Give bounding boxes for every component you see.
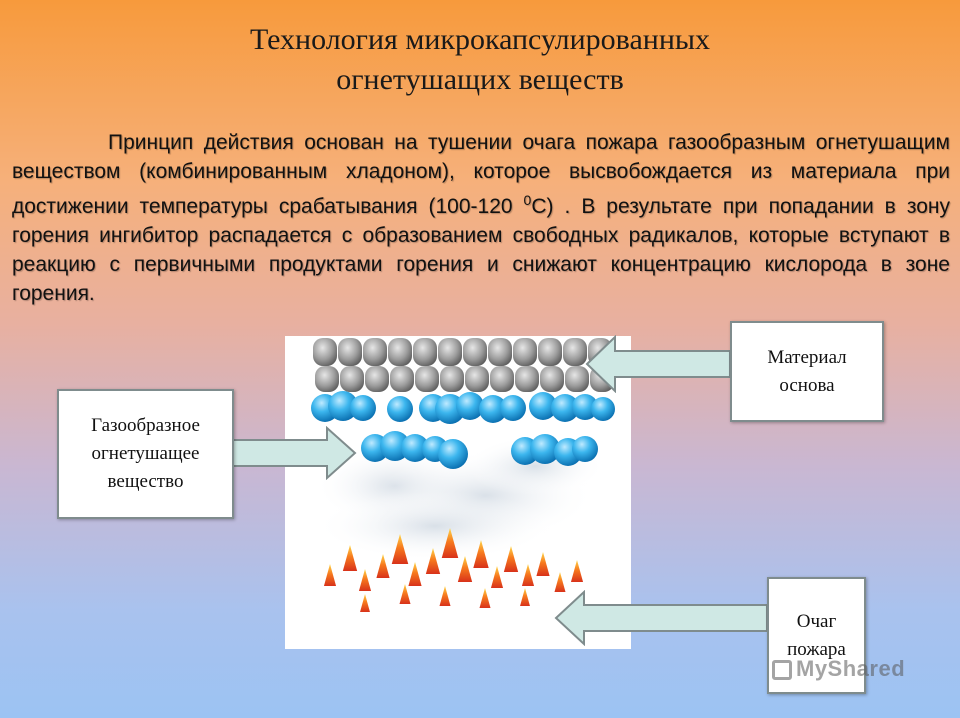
material-cell — [388, 338, 412, 366]
degree-unit: С — [531, 195, 547, 218]
flame — [536, 552, 550, 576]
flame — [391, 534, 409, 564]
microcapsule — [500, 395, 526, 421]
callout-base-material: Материал основа — [730, 321, 884, 422]
flame — [520, 588, 530, 606]
flame — [323, 564, 337, 586]
microcapsule — [551, 394, 579, 422]
base-material — [313, 338, 614, 392]
microcapsule — [456, 392, 484, 420]
degree-superscript: 0 — [523, 192, 532, 208]
flame — [342, 545, 358, 571]
material-cell — [465, 366, 489, 392]
flame — [457, 556, 473, 582]
microcapsule — [529, 392, 557, 420]
callout-fire-source-label: Очаг пожара — [787, 610, 846, 660]
microcapsules — [311, 391, 615, 469]
flame — [473, 540, 489, 568]
flame — [376, 554, 390, 578]
callout-fire-source: Очаг пожара — [767, 577, 866, 694]
callout-base-material-label: Материал основа — [767, 346, 847, 396]
material-cell — [315, 366, 339, 392]
microcapsule — [591, 397, 615, 421]
microcapsule — [530, 434, 560, 464]
material-cell — [463, 338, 487, 366]
material-cell — [363, 338, 387, 366]
callout-gas-agent: Газообразное огнетушащее вещество — [57, 389, 234, 519]
material-cell — [490, 366, 514, 392]
material-cell — [538, 338, 562, 366]
watermark-icon — [772, 660, 792, 680]
flame — [360, 594, 370, 612]
material-cell — [340, 366, 364, 392]
arrow-to-fire — [554, 590, 768, 646]
microcapsule — [328, 391, 358, 421]
material-cell — [313, 338, 337, 366]
material-cell — [365, 366, 389, 392]
material-cell — [413, 338, 437, 366]
flame — [399, 584, 411, 604]
material-cell — [488, 338, 512, 366]
principle-paragraph: Принцип действия основан на тушении очаг… — [12, 128, 950, 308]
microcapsule — [401, 434, 429, 462]
arrow-to-gas — [230, 426, 357, 480]
flame — [439, 586, 451, 606]
flame — [521, 564, 535, 586]
material-cell — [565, 366, 589, 392]
microcapsule — [438, 439, 468, 469]
microcapsule-illustration — [285, 336, 631, 649]
material-cell — [390, 366, 414, 392]
material-cell — [338, 338, 362, 366]
gas-cloud — [315, 436, 605, 561]
material-cell — [513, 338, 537, 366]
material-cell — [563, 338, 587, 366]
material-cell — [515, 366, 539, 392]
flame — [554, 572, 566, 592]
slide-title: Технология микрокапсулированных огнетуша… — [0, 20, 960, 100]
microcapsule — [479, 395, 507, 423]
paragraph-part-1: Принцип действия основан на тушении очаг… — [12, 131, 950, 218]
material-cell — [415, 366, 439, 392]
microcapsule — [387, 396, 413, 422]
watermark-text: MyShared — [796, 656, 906, 681]
title-line-1: Технология микрокапсулированных — [249, 23, 711, 56]
paragraph-part-2: ) . В результате при попадании в зону го… — [12, 195, 950, 305]
flame — [358, 569, 372, 591]
fire-source — [323, 528, 584, 612]
flame — [570, 560, 584, 582]
flame — [408, 562, 422, 586]
microcapsule — [572, 394, 598, 420]
flame — [503, 546, 519, 572]
material-cell — [540, 366, 564, 392]
watermark-logo: MyShared — [772, 656, 905, 682]
material-cell — [438, 338, 462, 366]
flame — [441, 528, 459, 558]
flame — [479, 588, 491, 608]
title-line-2: огнетушащих веществ — [336, 63, 624, 96]
callout-gas-agent-label: Газообразное огнетушащее вещество — [91, 415, 200, 492]
illustration-svg — [311, 338, 615, 612]
arrow-to-material — [585, 335, 731, 393]
microcapsule — [350, 395, 376, 421]
microcapsule — [572, 436, 598, 462]
flame — [490, 566, 504, 588]
flame — [425, 548, 441, 574]
material-cell — [440, 366, 464, 392]
